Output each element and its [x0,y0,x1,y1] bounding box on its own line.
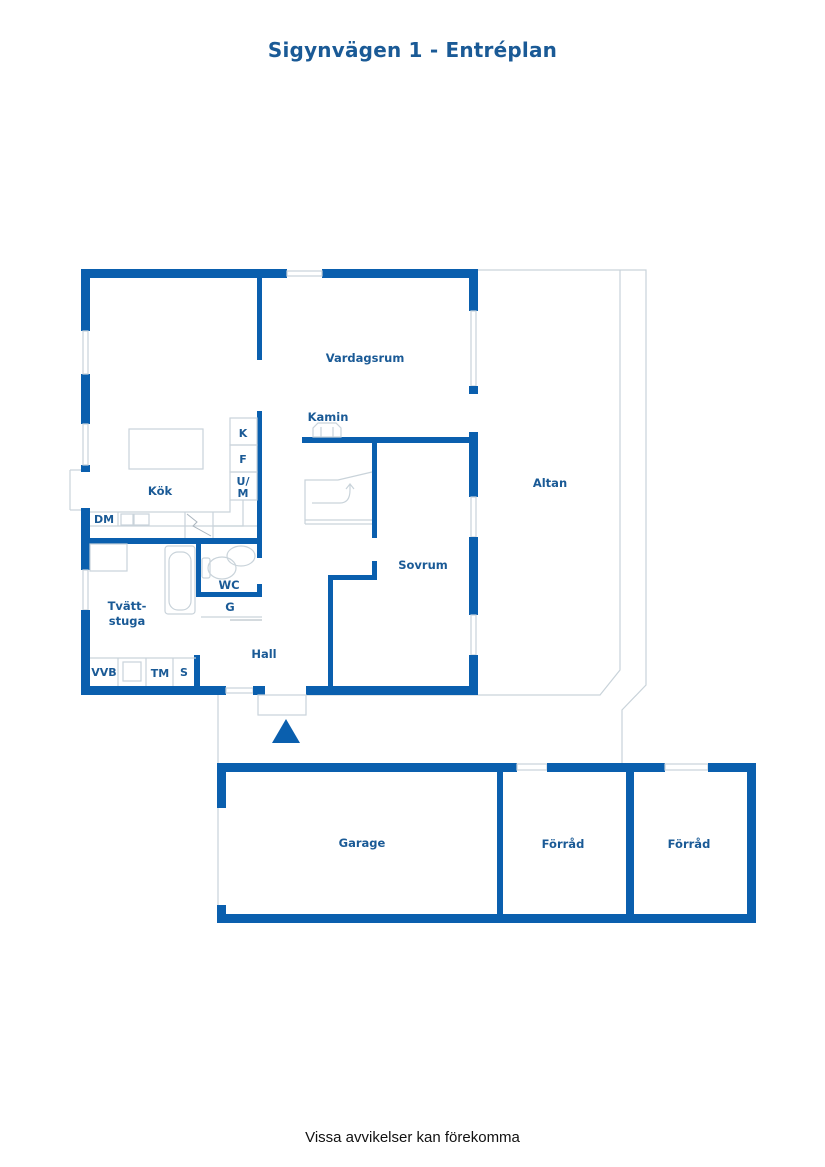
fixture-label-um-2: M [238,487,249,500]
room-label-garage: Garage [339,836,386,850]
bathroom-fixtures [164,545,262,621]
room-label-altan: Altan [533,476,567,490]
disclaimer-footer: Vissa avvikelser kan förekomma [305,1129,520,1146]
room-label-tvattstuga-2: stuga [109,614,146,628]
stairs-up-icon [304,471,373,525]
laundry-fixtures [89,543,196,686]
fixture-label-vvb: VVB [91,666,116,679]
terrace-outline [217,269,647,920]
page-title: Sigynvägen 1 - Entréplan [267,38,558,62]
fixture-label-s: S [180,666,188,679]
room-label-kamin: Kamin [308,410,349,424]
interior-walls [90,278,469,687]
entrance-arrow-icon [272,719,300,743]
fireplace-icon [312,422,342,438]
kitchen-island [128,428,204,470]
room-label-forrad-1: Förråd [542,837,585,851]
room-label-forrad-2: Förråd [668,837,711,851]
room-label-wc: WC [218,578,239,592]
fixture-label-um-1: U/ [237,475,251,488]
toilet [207,556,237,580]
stove-symbol [186,513,212,537]
kitchen-fixtures [90,417,258,538]
room-label-kok: Kök [148,484,173,498]
fixture-label-tm: TM [151,667,169,680]
bathtub [168,551,192,611]
room-label-hall: Hall [251,647,276,661]
fixture-label-dm: DM [94,513,114,526]
house-walls [69,269,478,716]
garage-walls [217,763,756,923]
room-label-tvattstuga-1: Tvätt- [108,599,147,613]
fixture-label-k: K [239,427,248,440]
room-label-vardagsrum: Vardagsrum [326,351,405,365]
room-label-sovrum: Sovrum [398,558,448,572]
sink [226,545,256,567]
fixture-label-f: F [239,453,247,466]
room-label-g: G [225,600,234,614]
